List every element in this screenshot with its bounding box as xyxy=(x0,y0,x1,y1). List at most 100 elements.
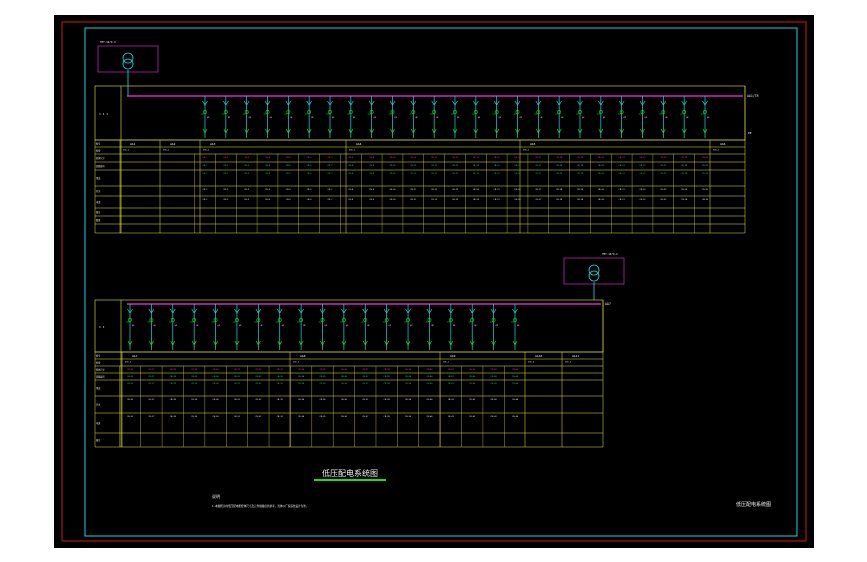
outgoing-arrow xyxy=(223,128,229,134)
outgoing-arrow xyxy=(469,340,475,346)
current-rating: CN-1 xyxy=(203,189,209,191)
circuit-code: CN-38 xyxy=(384,369,391,371)
breaker-spec: CN-3 xyxy=(244,173,250,175)
breaker-spec: CN-9 xyxy=(369,173,375,175)
ct-symbol xyxy=(170,318,175,322)
feeder-tag: QF xyxy=(389,325,392,327)
current-rating: CN-22 xyxy=(639,189,646,191)
breaker-symbol xyxy=(493,100,500,106)
feeder-tag: QF xyxy=(431,325,434,327)
row-header: 柜号 xyxy=(96,354,101,358)
remark: CN-22 xyxy=(639,199,646,201)
breaker-spec: CN-16 xyxy=(514,173,521,175)
remark: CN-18 xyxy=(556,199,563,201)
remark: CN-33 xyxy=(277,416,284,418)
breaker-spec: CN-22 xyxy=(639,173,646,175)
current-rating: CN-23 xyxy=(660,189,667,191)
breaker-symbol xyxy=(405,308,411,314)
cabinet-id: AA9 xyxy=(450,354,456,358)
circuit-code: CN-33 xyxy=(277,369,284,371)
breaker-spec: CN-19 xyxy=(577,173,584,175)
feeder-tag: QF xyxy=(228,117,231,119)
breaker-spec: CN-44 xyxy=(512,383,519,385)
circuit-code: CN-39 xyxy=(405,369,412,371)
current-rating: CN-21 xyxy=(619,189,626,191)
breaker-spec: CN-31 xyxy=(234,383,241,385)
breaker-spec: CN-27 xyxy=(148,383,155,385)
circuit-code: CN-42 xyxy=(469,369,476,371)
breaker-spec: CN-37 xyxy=(362,383,369,385)
feeder-tag: QF xyxy=(410,325,413,327)
breaker-symbol xyxy=(426,308,433,314)
breaker-spec: CN-2 xyxy=(223,173,229,175)
circuit-use: CN-25 xyxy=(702,165,709,167)
current-rating: CN-41 xyxy=(448,399,455,401)
busbar-label: AA7 xyxy=(605,302,611,306)
circuit-code: CN-2 xyxy=(223,157,229,159)
side-text: 1 1 1 xyxy=(99,112,108,116)
feeder-tag: QF xyxy=(395,117,398,119)
current-rating: CN-7 xyxy=(328,189,334,191)
circuit-code: CN-34 xyxy=(298,369,305,371)
circuit-use: CN-44 xyxy=(512,376,519,378)
current-rating: CN-32 xyxy=(255,399,262,401)
drawing-title: 低压配电系统图 xyxy=(322,468,378,478)
ct-symbol xyxy=(682,110,687,114)
cabinet-type: GCK-1 xyxy=(163,150,170,152)
breaker-symbol xyxy=(319,308,326,314)
breaker-symbol xyxy=(306,100,312,106)
breaker-symbol xyxy=(512,308,518,314)
breaker-symbol xyxy=(212,308,219,314)
feeder-tag: QF xyxy=(645,117,648,119)
remark: CN-14 xyxy=(473,199,480,201)
circuit-code: CN-10 xyxy=(389,157,396,159)
outgoing-arrow xyxy=(369,128,374,134)
outgoing-arrow xyxy=(640,128,645,134)
ct-symbol xyxy=(640,110,645,114)
outgoing-arrow xyxy=(384,340,389,346)
circuit-use: CN-29 xyxy=(191,376,198,378)
circuit-use: CN-43 xyxy=(491,376,498,378)
breaker-spec: CN-5 xyxy=(286,173,292,175)
remark: CN-34 xyxy=(298,416,305,418)
circuit-code: CN-27 xyxy=(148,369,155,371)
outgoing-arrow xyxy=(213,340,218,346)
row-header: 柜体尺寸 xyxy=(96,156,106,160)
current-rating: CN-19 xyxy=(577,189,584,191)
circuit-use: CN-38 xyxy=(384,376,391,378)
breaker-spec: CN-7 xyxy=(328,173,334,175)
remark: CN-28 xyxy=(170,416,177,418)
circuit-use: CN-26 xyxy=(127,376,134,378)
remark: CN-10 xyxy=(389,199,396,201)
cabinet-id: AA4 xyxy=(356,142,362,146)
outgoing-arrow xyxy=(411,128,416,134)
outgoing-arrow xyxy=(286,128,291,134)
ct-symbol xyxy=(203,110,207,114)
current-rating: CN-13 xyxy=(452,189,459,191)
circuit-use: CN-30 xyxy=(213,376,220,378)
outgoing-arrow xyxy=(202,128,208,134)
feeder-tag: QF xyxy=(270,117,273,119)
breaker-symbol xyxy=(223,100,229,106)
ct-symbol xyxy=(192,318,197,322)
current-rating: CN-37 xyxy=(362,399,369,401)
cabinet-type: GCK-1 xyxy=(123,150,130,152)
breaker-symbol xyxy=(362,308,369,314)
ct-symbol xyxy=(307,110,312,114)
current-rating: CN-8 xyxy=(348,189,354,191)
cabinet-type: GCK-1 xyxy=(713,150,720,152)
circuit-code: CN-14 xyxy=(473,157,480,159)
breaker-symbol xyxy=(514,100,521,106)
circuit-code: CN-6 xyxy=(307,157,313,159)
feeder-tag: QF xyxy=(303,325,306,327)
feeder-tag: QF xyxy=(665,117,668,119)
circuit-code: CN-35 xyxy=(319,369,326,371)
breaker-spec: CN-43 xyxy=(491,383,498,385)
breaker-symbol xyxy=(473,100,479,106)
circuit-use: CN-21 xyxy=(619,165,626,167)
ct-symbol xyxy=(128,318,132,322)
remark: CN-30 xyxy=(213,416,220,418)
breaker-symbol xyxy=(681,100,687,106)
cabinet-id: AA1 xyxy=(130,142,136,146)
